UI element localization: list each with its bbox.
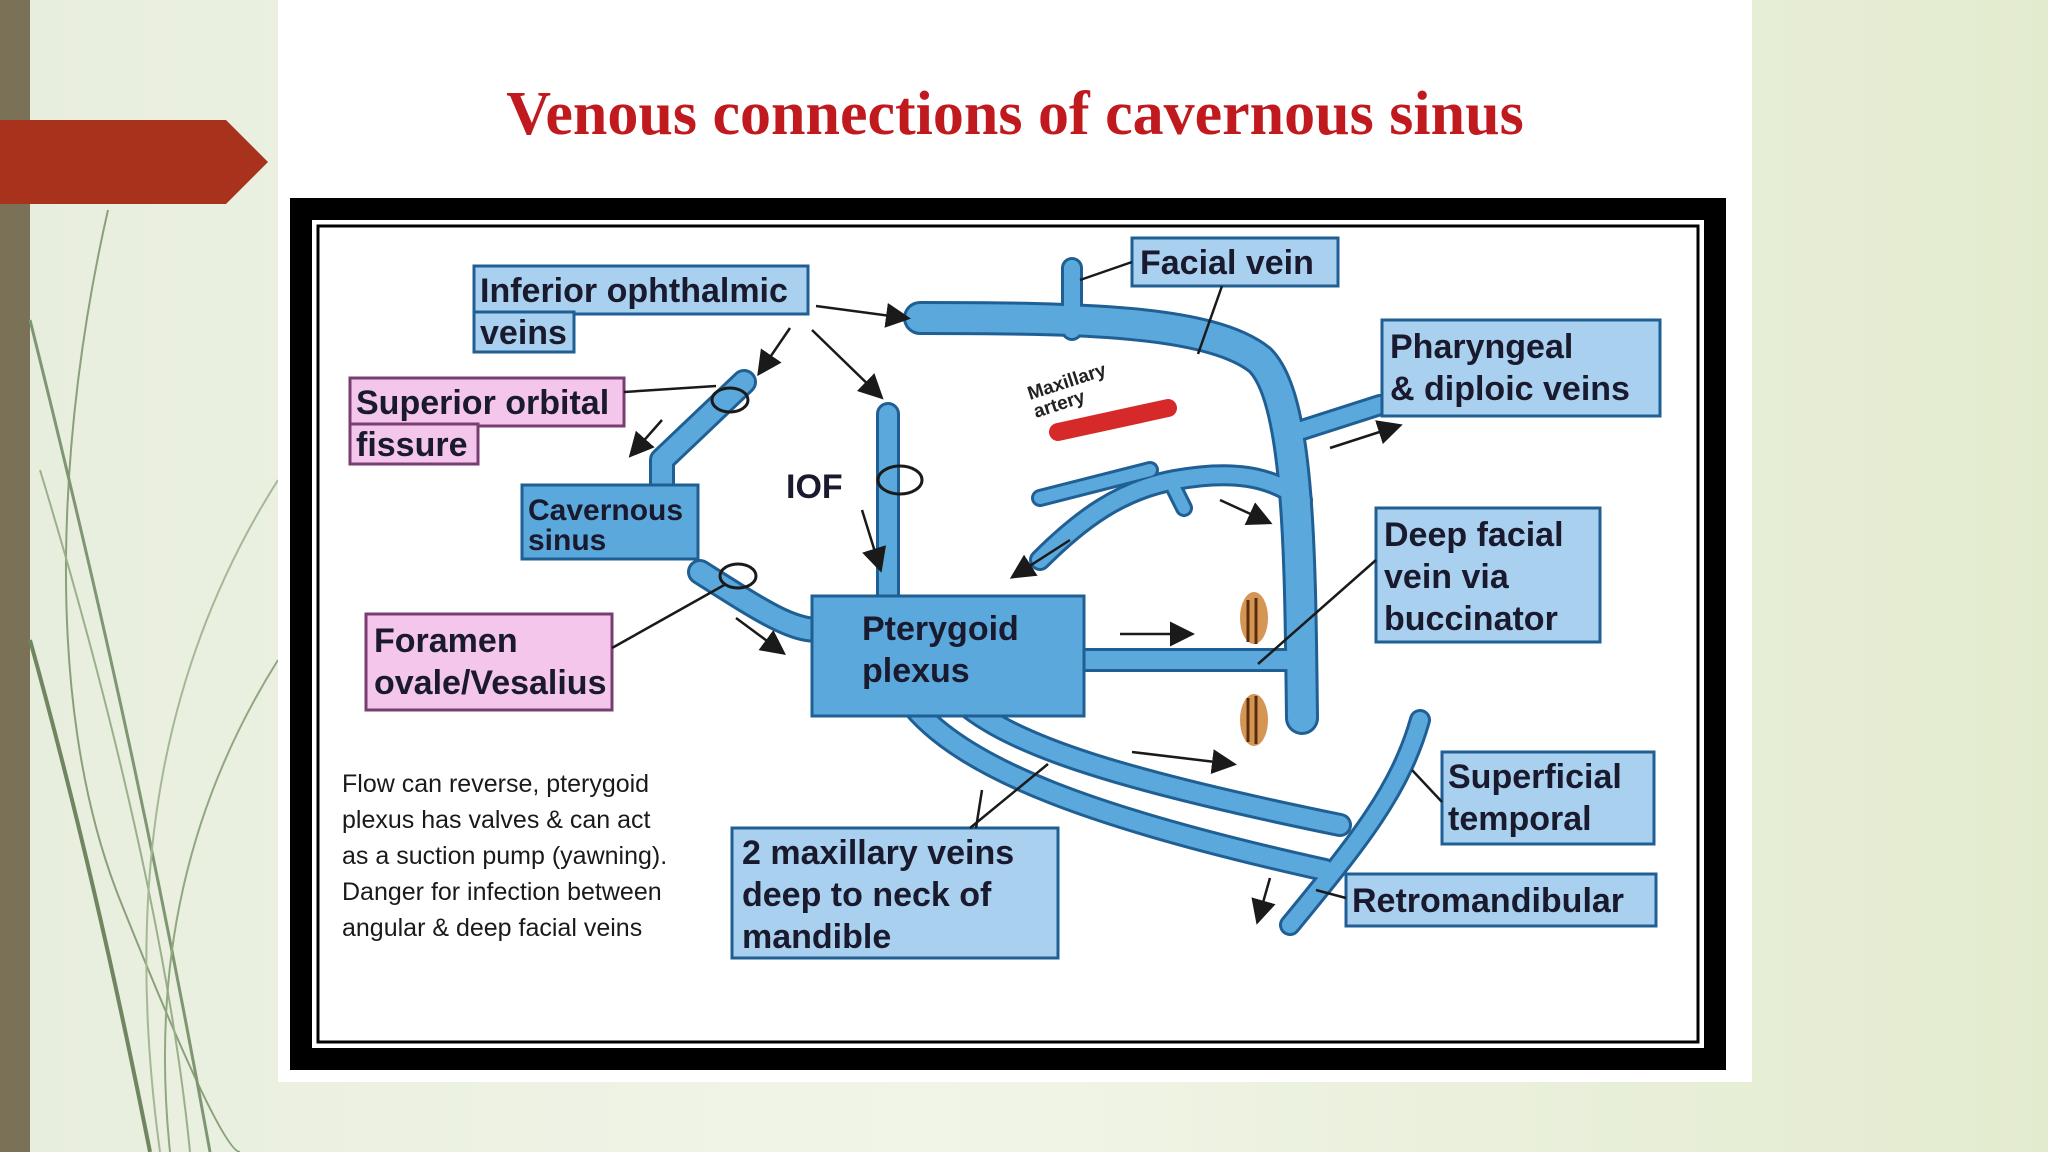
flow-arrow bbox=[1329, 420, 1403, 450]
inferior-ophthalmic-label-line1: Inferior ophthalmic bbox=[480, 272, 788, 310]
pterygoid-plexus-shape bbox=[810, 594, 1086, 718]
maxillary-veins-label-line3: mandible bbox=[742, 918, 891, 956]
retromandibular-label: Retromandibular bbox=[1352, 882, 1624, 920]
flow-note-line: Danger for infection between bbox=[342, 878, 662, 906]
iof-ring bbox=[876, 464, 924, 496]
flow-arrow bbox=[860, 509, 887, 573]
facial-vein-label: Facial vein bbox=[1140, 244, 1314, 282]
cavernous-sinus-label-line1: Cavernous bbox=[528, 494, 683, 527]
deep-facial-label-line3: buccinator bbox=[1384, 600, 1558, 638]
pharyngeal-branch bbox=[1294, 397, 1388, 438]
deep-facial-label-line2: vein via bbox=[1384, 558, 1510, 596]
inferior-ophthalmic-label-box-tail bbox=[472, 310, 576, 354]
superior-orbital-label-box-tail bbox=[348, 422, 480, 466]
flow-arrow bbox=[628, 419, 663, 458]
decorative-curve bbox=[163, 659, 279, 1152]
flow-arrow bbox=[815, 302, 911, 328]
buccinator-muscle-marks bbox=[1240, 592, 1268, 746]
deep-facial-label-line1: Deep facial bbox=[1384, 516, 1564, 554]
pharyngeal-label-box bbox=[1380, 318, 1662, 418]
inferior-ophthalmic-label-box bbox=[472, 264, 810, 316]
superior-orbital-label-box bbox=[348, 376, 626, 428]
decorative-curve bbox=[39, 469, 191, 1152]
maxillary-vein-lower bbox=[899, 691, 1334, 879]
decorative-curve bbox=[28, 639, 152, 1152]
foramen-ovale-label-line1: Foramen bbox=[374, 622, 518, 660]
foramen-ovale-ring bbox=[718, 562, 758, 590]
flow-arrow bbox=[1219, 498, 1273, 526]
flow-note-line: Flow can reverse, pterygoid bbox=[342, 770, 649, 798]
flow-arrow bbox=[811, 329, 884, 400]
maxillary-artery bbox=[1049, 399, 1177, 441]
facial-vein-label-box bbox=[1130, 236, 1340, 288]
superficial-temporal-label-line1: Superficial bbox=[1448, 758, 1622, 796]
slide-title: Venous connections of cavernous sinus bbox=[506, 80, 1524, 148]
maxillary-venous-branch bbox=[1034, 464, 1156, 504]
iof-label: IOF bbox=[786, 468, 843, 506]
maxillary-venous-branch bbox=[1164, 474, 1190, 514]
flow-note-line: angular & deep facial veins bbox=[342, 914, 642, 942]
superior-orbital-fissure-ring bbox=[710, 386, 750, 414]
maxillary-veins-label-box bbox=[730, 826, 1060, 960]
cavernous-to-pterygoid bbox=[690, 562, 828, 640]
pterygoid-plexus-label-line2: plexus bbox=[862, 652, 970, 690]
flow-arrow bbox=[757, 327, 792, 377]
diagram-inner-border bbox=[316, 224, 1700, 1044]
decorative-curve bbox=[64, 209, 241, 1152]
pointer-lines bbox=[611, 260, 1443, 900]
decorative-curve bbox=[28, 319, 212, 1152]
flow-arrow bbox=[1251, 877, 1276, 925]
superior-orbital-label-line2: fissure bbox=[356, 426, 468, 464]
superficial-temporal-label-box bbox=[1440, 750, 1656, 846]
superficial-temporal-label-line2: temporal bbox=[1448, 800, 1592, 838]
maxillary-veins-label-line2: deep to neck of bbox=[742, 876, 992, 914]
decorative-curve bbox=[145, 479, 279, 1152]
maxillary-vein-upper bbox=[951, 691, 1349, 834]
pharyngeal-label-line2: & diploic veins bbox=[1390, 370, 1630, 408]
cavernous-sinus-shape bbox=[520, 483, 700, 561]
flow-arrow bbox=[735, 616, 787, 655]
foramen-ovale-label-line2: ovale/Vesalius bbox=[374, 664, 607, 702]
flow-note: Flow can reverse, pterygoid plexus has v… bbox=[342, 770, 667, 942]
flow-arrow bbox=[1131, 749, 1237, 775]
flow-note-line: as a suction pump (yawning). bbox=[342, 842, 667, 870]
cavernous-sinus-label-line2: sinus bbox=[528, 524, 606, 557]
accent-arrow bbox=[0, 120, 268, 204]
deep-facial-label-box bbox=[1374, 506, 1602, 644]
foramen-ovale-label-box bbox=[364, 612, 614, 712]
superior-orbital-label-line1: Superior orbital bbox=[356, 384, 609, 422]
pharyngeal-label-line1: Pharyngeal bbox=[1390, 328, 1573, 366]
flow-arrow bbox=[1009, 538, 1071, 579]
flow-note-line: plexus has valves & can act bbox=[342, 806, 651, 834]
superficial-temporal-vein bbox=[1282, 712, 1428, 933]
pterygoid-plexus-label-line1: Pterygoid bbox=[862, 610, 1019, 648]
flow-arrows bbox=[628, 302, 1403, 925]
retromandibular-label-box bbox=[1344, 872, 1658, 928]
inferior-ophthalmic-label-line2: veins bbox=[480, 314, 567, 352]
maxillary-veins-label-line1: 2 maxillary veins bbox=[742, 834, 1014, 872]
